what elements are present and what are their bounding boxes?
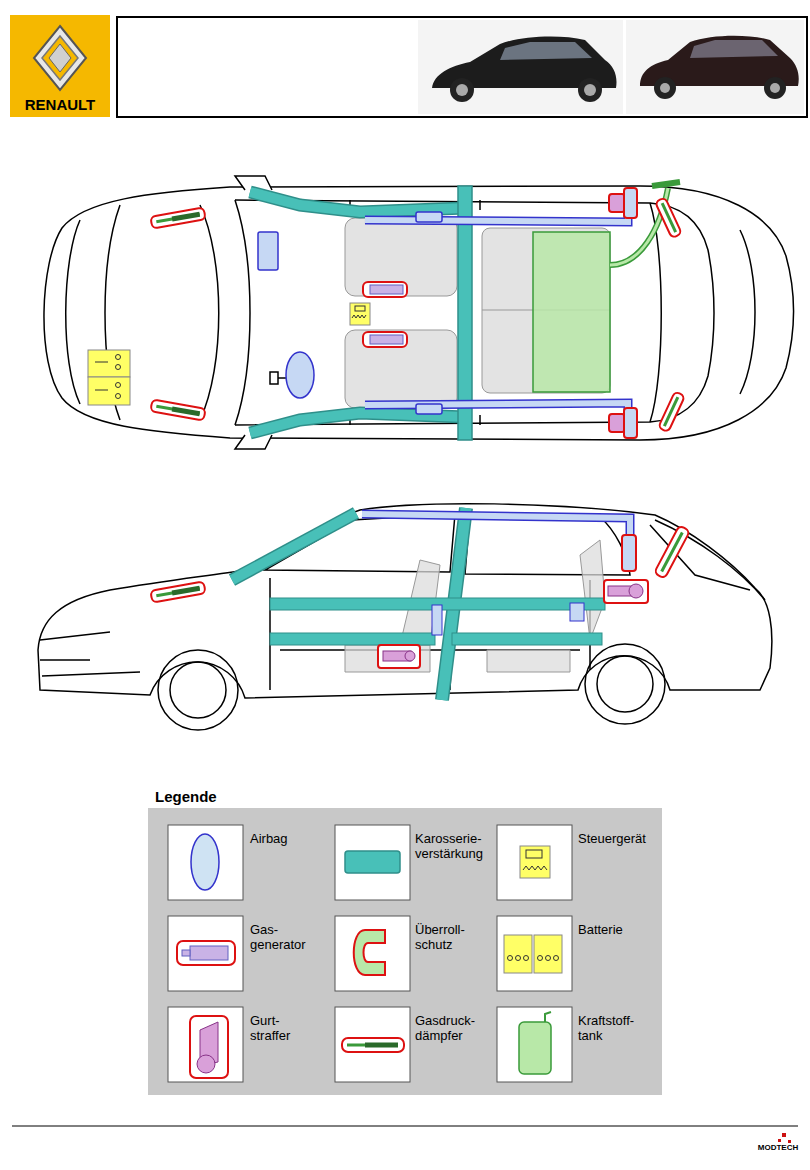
legend-text: Gurt- straffer: [250, 1014, 320, 1044]
seats: [345, 218, 610, 408]
legend-text: Kraftstoff- tank: [578, 1014, 658, 1044]
curtain-airbag: [365, 208, 628, 417]
car-side-view: [38, 504, 772, 730]
legend-text: Airbag: [250, 832, 320, 847]
curtain-airbag: [362, 514, 636, 635]
legend-text: Steuergerät: [578, 832, 658, 847]
legend-text: Gas- generator: [250, 923, 320, 953]
modtech-logo-mark: [778, 1133, 791, 1143]
fuel-tank: [533, 182, 680, 392]
header-frame: [117, 17, 807, 117]
legend-cells: [168, 825, 572, 1082]
logo-ground: [10, 15, 110, 117]
car-photo: [626, 20, 804, 114]
body-reinforcement: [232, 508, 605, 700]
car-photo: [418, 20, 623, 114]
renault-diamond: [34, 26, 86, 90]
legend-heading: Legende: [155, 788, 217, 805]
legend-panel: [148, 808, 662, 1095]
gas-strut: [150, 525, 690, 602]
publisher-logo: MODTECH: [752, 1143, 804, 1152]
rear-restraints: [609, 188, 637, 438]
control-unit: [350, 303, 370, 325]
legend-text: Karosserie- verstärkung: [415, 832, 493, 862]
legend-text: Batterie: [578, 923, 658, 938]
airbags: [258, 212, 442, 414]
gas-strut: [150, 197, 685, 432]
brand-name: RENAULT: [10, 96, 110, 113]
belt-pretensioner: [378, 580, 648, 668]
car-top-view: [44, 176, 794, 449]
footer-rule: [12, 1126, 798, 1127]
battery: [88, 350, 130, 405]
legend-icons: [177, 834, 562, 1078]
legend-text: Gasdruck- dämpfer: [415, 1014, 493, 1044]
legend-text: Überroll- schutz: [415, 923, 493, 953]
